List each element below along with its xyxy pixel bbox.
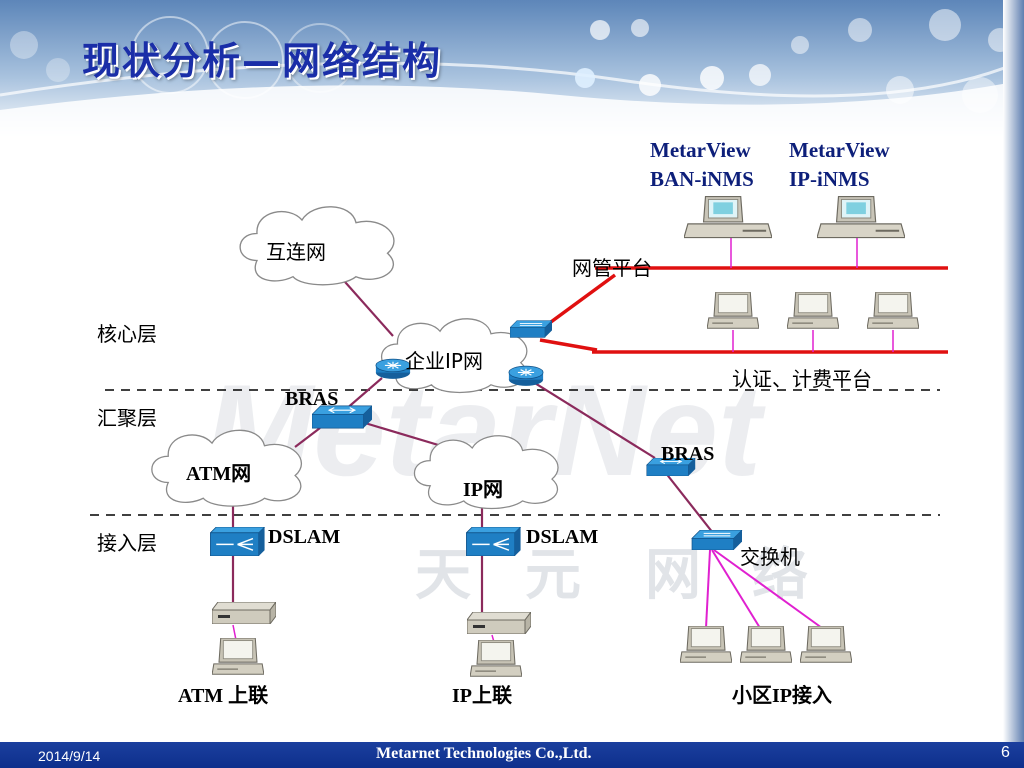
link-modem-pc-left xyxy=(232,624,237,641)
footer-page-number: 6 xyxy=(1001,744,1010,761)
fan-link-3 xyxy=(713,549,823,629)
layer-label-aggregation: 汇聚层 xyxy=(97,406,157,430)
auth-pc-2-icon xyxy=(787,292,839,329)
atm-user-pc-icon xyxy=(212,638,264,675)
ip-nms-line2: IP-iNMS xyxy=(789,167,870,191)
core-router-right-icon xyxy=(508,365,544,387)
watermark-char-2: 元 xyxy=(525,543,581,608)
footer-company: Metarnet Technologies Co.,Ltd. xyxy=(376,745,592,762)
link-bras-switch xyxy=(664,471,714,534)
modem-mid-icon xyxy=(467,612,531,634)
ban-nms-label: MetarView BAN-iNMS xyxy=(650,136,754,194)
footer-bar xyxy=(0,742,1024,768)
auth-billing-platform-label: 认证、计费平台 xyxy=(732,367,872,391)
fan-link-1 xyxy=(705,549,711,629)
auth-pc-1-icon xyxy=(707,292,759,329)
community-ip-label: 小区IP接入 xyxy=(732,685,832,707)
dslam-left-icon xyxy=(210,527,265,556)
layer-label-core: 核心层 xyxy=(97,322,157,346)
bras-left-label: BRAS xyxy=(285,388,339,410)
ip-cloud-label: IP网 xyxy=(463,479,503,501)
auth-link-red xyxy=(539,338,598,352)
access-switch-icon xyxy=(691,530,743,550)
dslam-mid-label: DSLAM xyxy=(526,526,599,548)
ban-nms-line2: BAN-iNMS xyxy=(650,167,754,191)
watermark-char-1: 天 xyxy=(415,543,471,608)
switch-label: 交换机 xyxy=(740,545,800,569)
ip-uplink-label: IP上联 xyxy=(452,685,512,707)
fan-link-2 xyxy=(711,549,761,629)
footer-date: 2014/9/14 xyxy=(38,748,101,764)
ip-user-pc-icon xyxy=(470,640,522,677)
ban-nms-terminal-icon xyxy=(684,196,772,239)
ip-nms-line1: MetarView xyxy=(789,138,890,162)
nms-link-red xyxy=(538,273,617,332)
layer-label-access: 接入层 xyxy=(97,531,157,555)
core-switch-icon xyxy=(510,320,552,338)
link-enterprise-bras xyxy=(344,377,383,411)
dslam-left-label: DSLAM xyxy=(268,526,341,548)
nms-platform-label: 网管平台 xyxy=(572,256,652,280)
slide-title: 现状分析—网络结构 xyxy=(82,39,443,83)
auth-pc-3-icon xyxy=(867,292,919,329)
ip-nms-label: MetarView IP-iNMS xyxy=(789,136,890,194)
atm-uplink-label: ATM 上联 xyxy=(178,685,269,707)
right-edge-band xyxy=(1003,0,1024,768)
community-pc-3-icon xyxy=(800,626,852,663)
link-enterprise-bras-right xyxy=(529,379,656,459)
ban-nms-line1: MetarView xyxy=(650,138,751,162)
link-bras-atm xyxy=(294,427,321,448)
community-pc-1-icon xyxy=(680,626,732,663)
community-pc-2-icon xyxy=(740,626,792,663)
internet-cloud-label: 互连网 xyxy=(266,240,326,264)
header-band xyxy=(0,0,1024,140)
enterprise-ip-cloud-label: 企业IP网 xyxy=(405,349,483,373)
bras-right-label: BRAS xyxy=(661,443,715,465)
ip-nms-terminal-icon xyxy=(817,196,905,239)
atm-cloud-label: ATM网 xyxy=(186,463,252,485)
modem-left-icon xyxy=(212,602,276,624)
watermark-char-3: 网 xyxy=(645,543,701,608)
dslam-mid-icon xyxy=(466,527,521,556)
